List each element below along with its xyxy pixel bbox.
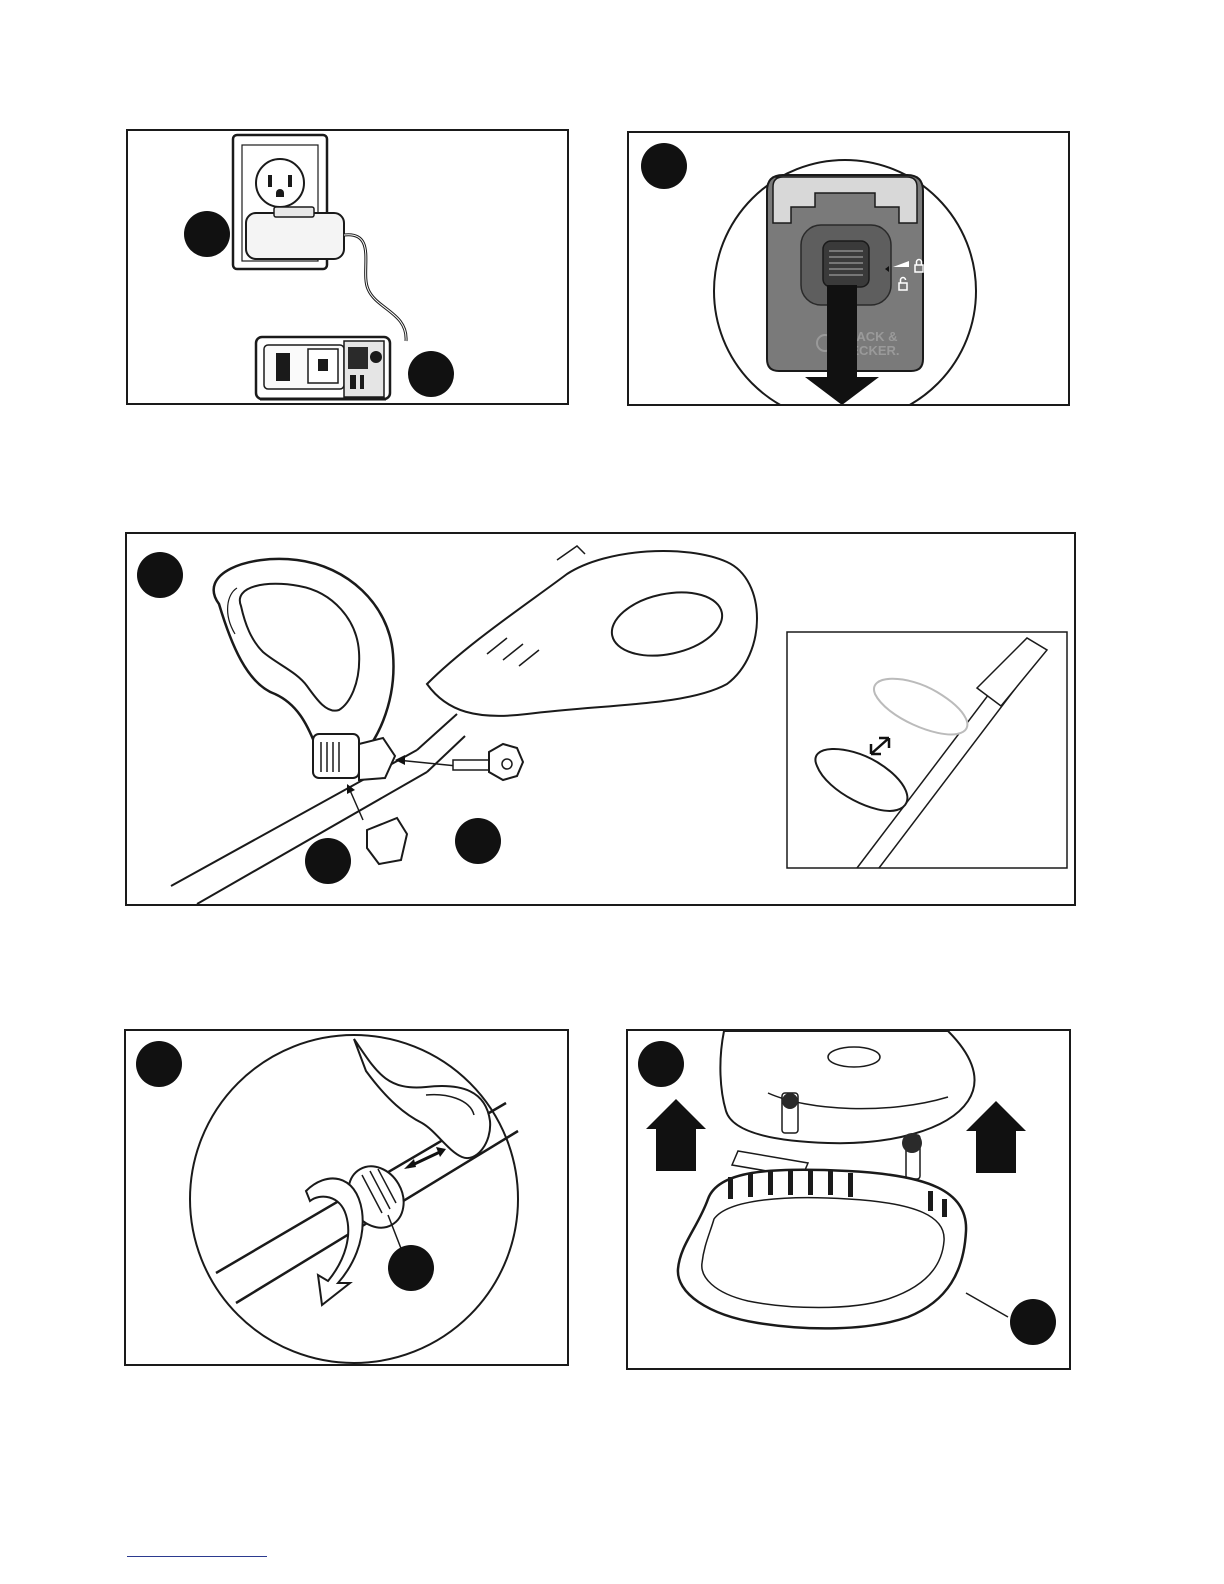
- charger-cord: [344, 235, 406, 341]
- figure-panel-battery: BLACK & DECKER.: [627, 131, 1070, 406]
- battery-illustration: BLACK & DECKER.: [629, 133, 1070, 406]
- battery-release-button: [823, 241, 869, 287]
- charger-illustration: [128, 131, 569, 405]
- callout-badge-charger: [408, 351, 454, 397]
- footer-rule: [127, 1556, 267, 1557]
- callout-badge-clip: [305, 838, 351, 884]
- callout-badge-collar-figure: [136, 1041, 182, 1087]
- wall-adapter: [246, 213, 344, 259]
- arrow-up-icon: [646, 1099, 706, 1171]
- figure-panel-charger: [126, 129, 569, 405]
- callout-badge-knob: [455, 818, 501, 864]
- arrow-left-icon: [395, 755, 405, 765]
- callout-badge-guard-figure: [638, 1041, 684, 1087]
- clip: [367, 818, 407, 864]
- callout-badge-handle: [137, 552, 183, 598]
- outlet-icon: [256, 159, 304, 207]
- collar-illustration: [126, 1031, 569, 1366]
- callout-badge-collar: [388, 1245, 434, 1291]
- figure-panel-handle: [125, 532, 1076, 906]
- callout-badge-guard: [1010, 1299, 1056, 1345]
- guard-illustration: [628, 1031, 1071, 1370]
- callout-badge-battery: [641, 143, 687, 189]
- bolt: [453, 760, 493, 770]
- callout-badge-adapter: [184, 211, 230, 257]
- figure-panel-collar: [124, 1029, 569, 1366]
- handle-illustration: [127, 534, 1076, 906]
- figure-panel-guard: [626, 1029, 1071, 1370]
- arrow-up-icon: [966, 1101, 1026, 1173]
